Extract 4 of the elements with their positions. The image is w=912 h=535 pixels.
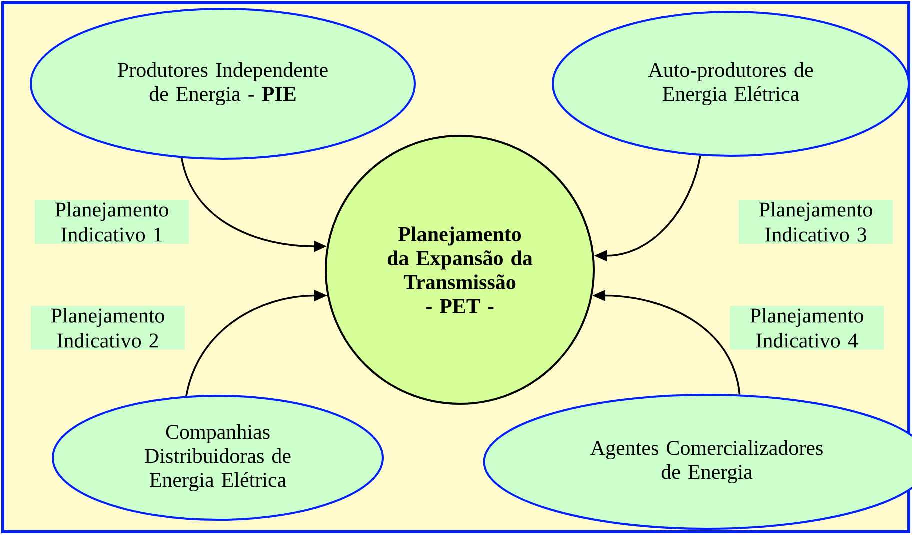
edge-label: Planejamento Indicativo 3 — [739, 200, 894, 244]
edge-label: Planejamento Indicativo 4 — [730, 306, 884, 350]
edge-label: Planejamento Indicativo 1 — [35, 200, 189, 244]
edge-label: Planejamento Indicativo 2 — [31, 306, 185, 350]
